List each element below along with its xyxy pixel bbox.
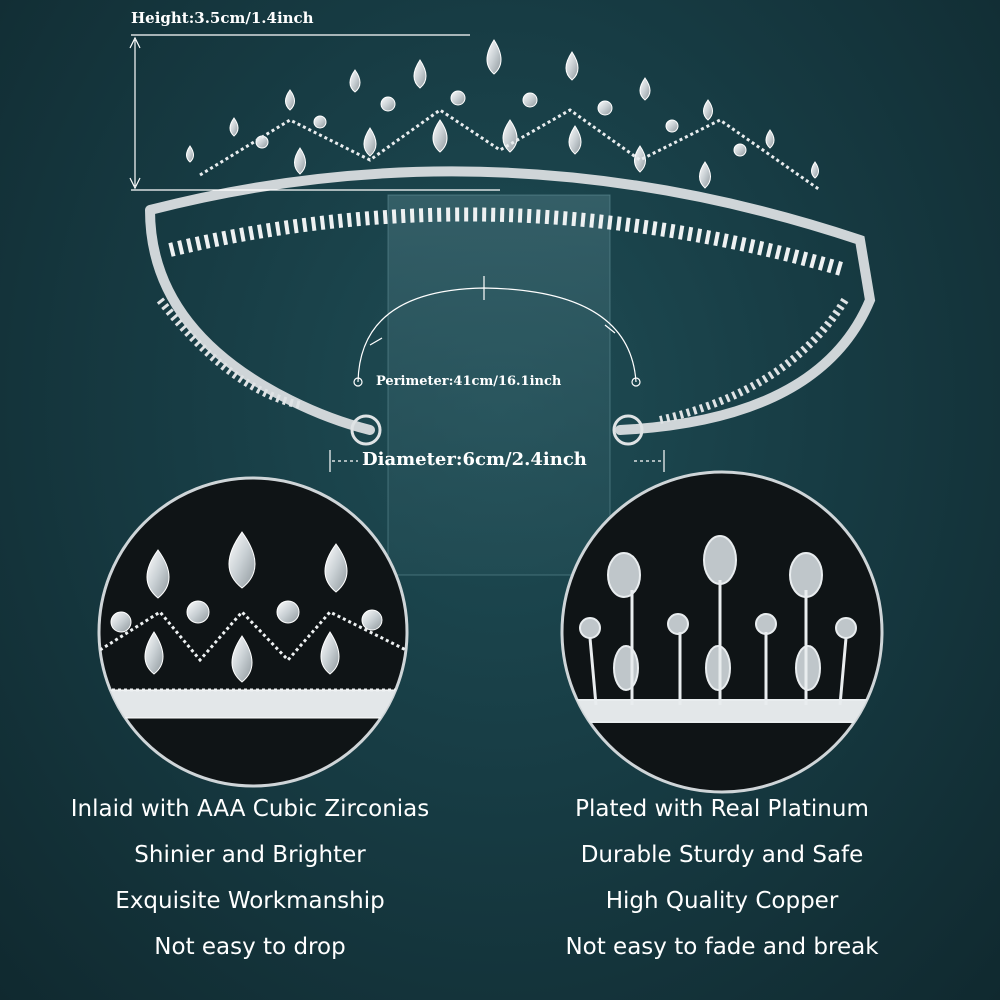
perimeter-label: Perimeter:41cm/16.1inch [376, 374, 562, 389]
height-dimension [129, 34, 500, 191]
feature-item: Durable Sturdy and Safe [580, 842, 864, 868]
tiara-gems [186, 39, 819, 189]
feature-item: Not easy to fade and break [565, 934, 879, 960]
feature-item: High Quality Copper [605, 888, 839, 914]
detail-circle-front [97, 476, 409, 788]
acrylic-stand [387, 194, 611, 576]
diameter-dimension [329, 450, 665, 472]
feature-item: Inlaid with AAA Cubic Zirconias [70, 796, 430, 822]
detail-circle-back [560, 470, 884, 794]
features-left-list: Inlaid with AAA Cubic Zirconias Shinier … [30, 786, 470, 970]
features-right-list: Plated with Real Platinum Durable Sturdy… [502, 786, 942, 970]
tiara-band [145, 166, 876, 435]
diameter-label: Diameter:6cm/2.4inch [362, 449, 587, 470]
feature-item: Shinier and Brighter [134, 842, 366, 868]
end-loop-right [612, 414, 644, 446]
feature-item: Plated with Real Platinum [575, 796, 869, 822]
end-loop-left [350, 414, 382, 446]
height-label: Height:3.5cm/1.4inch [131, 9, 314, 27]
perimeter-dimension [353, 276, 641, 387]
feature-item: Exquisite Workmanship [115, 888, 385, 914]
feature-item: Not easy to drop [154, 934, 346, 960]
